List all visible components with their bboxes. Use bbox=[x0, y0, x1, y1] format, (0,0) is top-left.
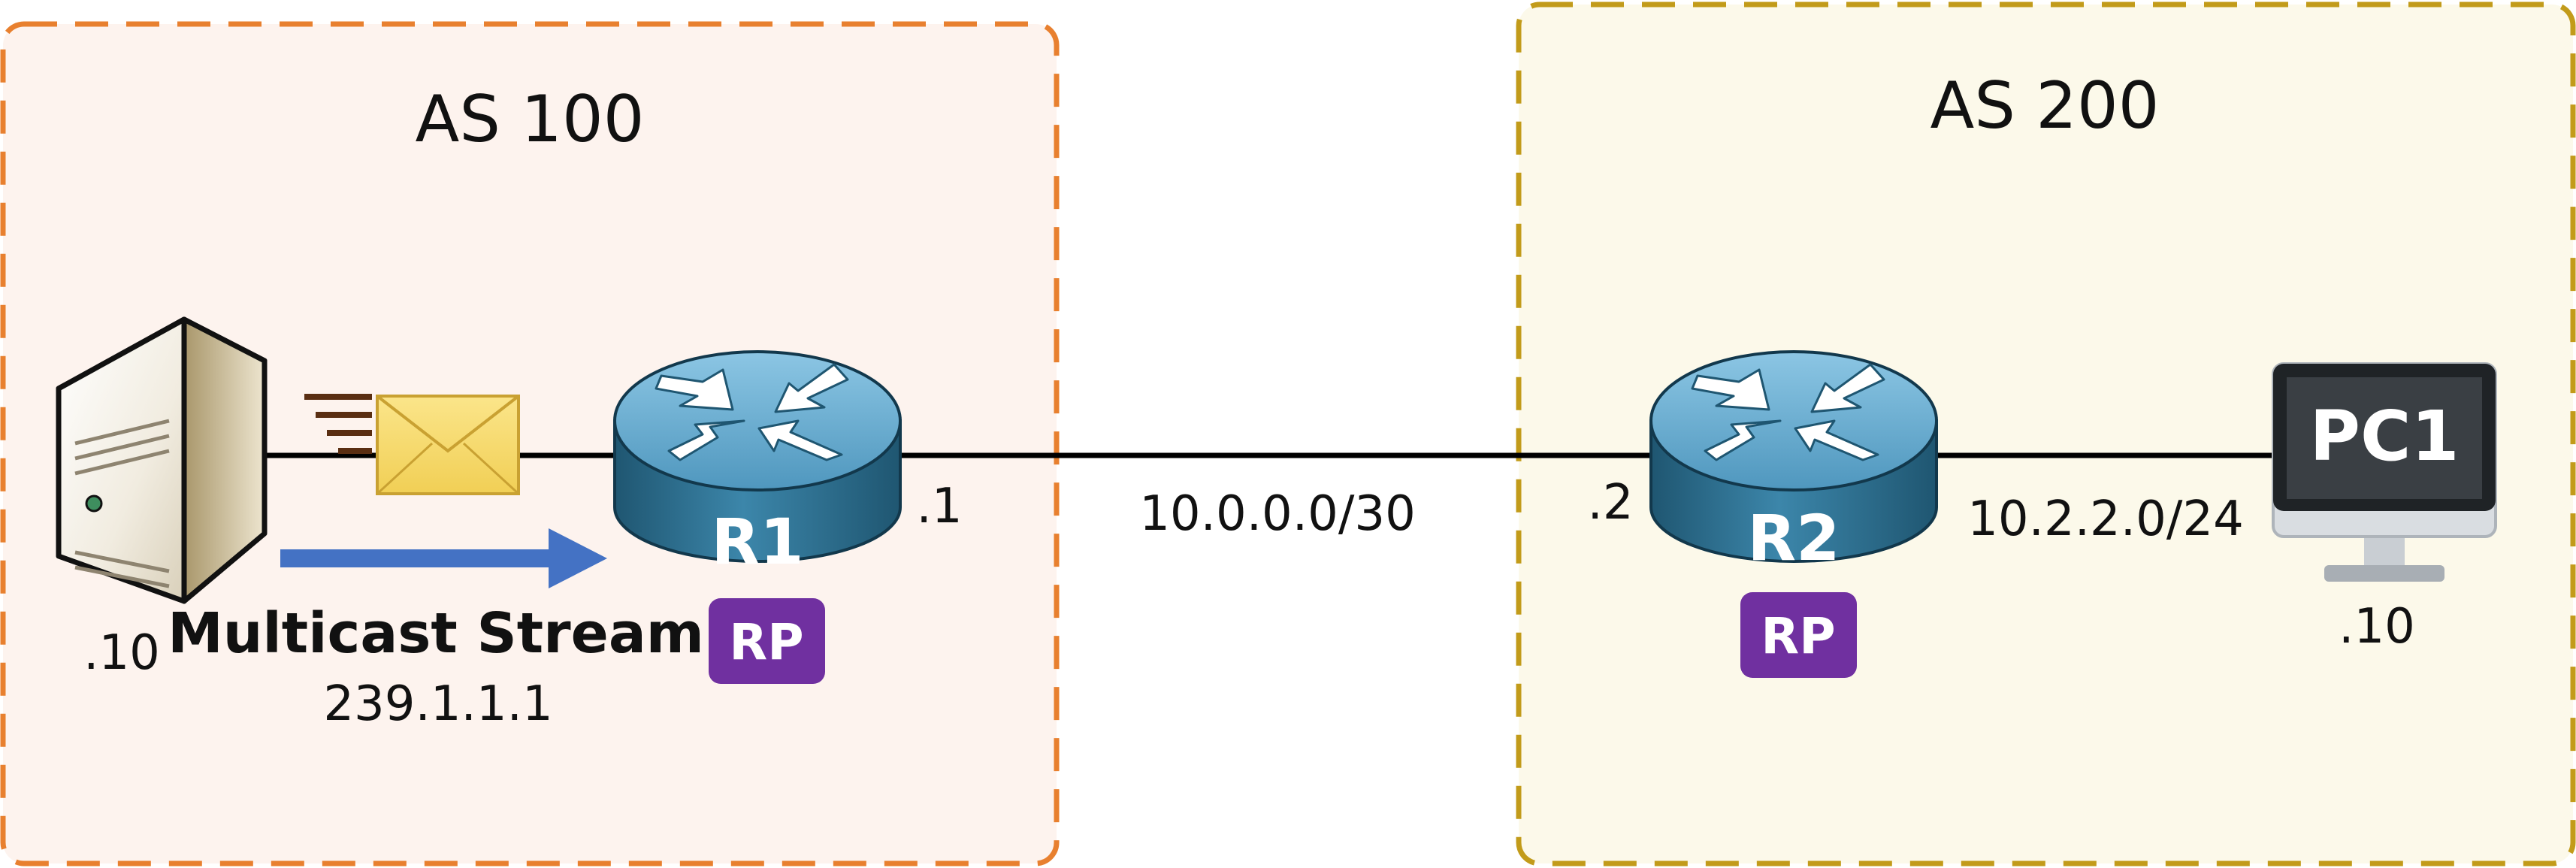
server-address: .10 bbox=[83, 625, 160, 681]
multicast-arrow bbox=[280, 528, 607, 588]
rp-badge-r2: RP bbox=[1740, 592, 1857, 678]
router-r1: R1 bbox=[613, 350, 902, 579]
router-icon bbox=[613, 350, 902, 563]
envelope-icon bbox=[304, 394, 520, 495]
monitor-icon bbox=[2272, 362, 2497, 582]
pc1: PC1 bbox=[2272, 362, 2497, 582]
r2-interface-label: .2 bbox=[1587, 475, 1633, 531]
pc1-label: PC1 bbox=[2310, 396, 2460, 476]
rp-badge-r1-label: RP bbox=[729, 613, 803, 671]
link-r1-r2-subnet: 10.0.0.0/30 bbox=[1139, 486, 1416, 542]
server-icon bbox=[56, 316, 268, 604]
zone-label-as100: AS 100 bbox=[416, 82, 645, 157]
link-r2-pc1-subnet: 10.2.2.0/24 bbox=[1967, 491, 2244, 547]
pc1-address: .10 bbox=[2339, 599, 2415, 655]
stream-title: Multicast Stream bbox=[168, 601, 704, 666]
router-r2: R2 bbox=[1649, 350, 1938, 575]
stream-group-address: 239.1.1.1 bbox=[323, 676, 552, 732]
rp-badge-r1: RP bbox=[709, 598, 825, 684]
rp-badge-r2-label: RP bbox=[1761, 607, 1835, 665]
r2-label: R2 bbox=[1747, 501, 1840, 575]
router-icon bbox=[1649, 350, 1938, 563]
r1-label: R1 bbox=[711, 505, 803, 579]
zone-label-as200: AS 200 bbox=[1930, 68, 2160, 144]
r1-interface-label: .1 bbox=[916, 479, 962, 534]
